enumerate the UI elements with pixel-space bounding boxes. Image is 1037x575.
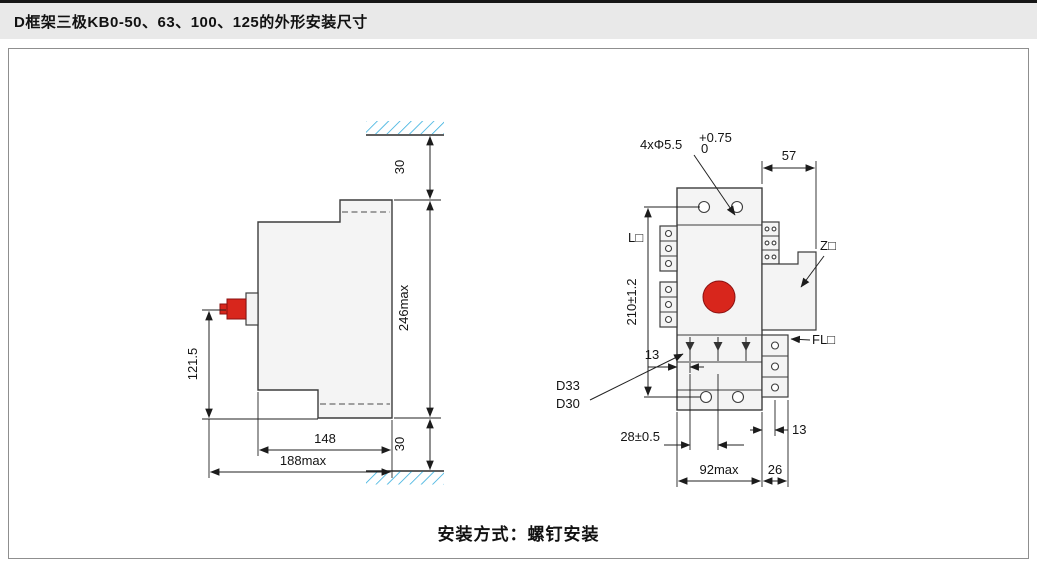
drawing-panel xyxy=(8,48,1029,559)
page-title: D框架三极KB0-50、63、100、125的外形安装尺寸 xyxy=(14,13,368,31)
mounting-caption: 安装方式：螺钉安装 xyxy=(437,525,600,544)
title-bar: D框架三极KB0-50、63、100、125的外形安装尺寸 xyxy=(0,0,1037,39)
